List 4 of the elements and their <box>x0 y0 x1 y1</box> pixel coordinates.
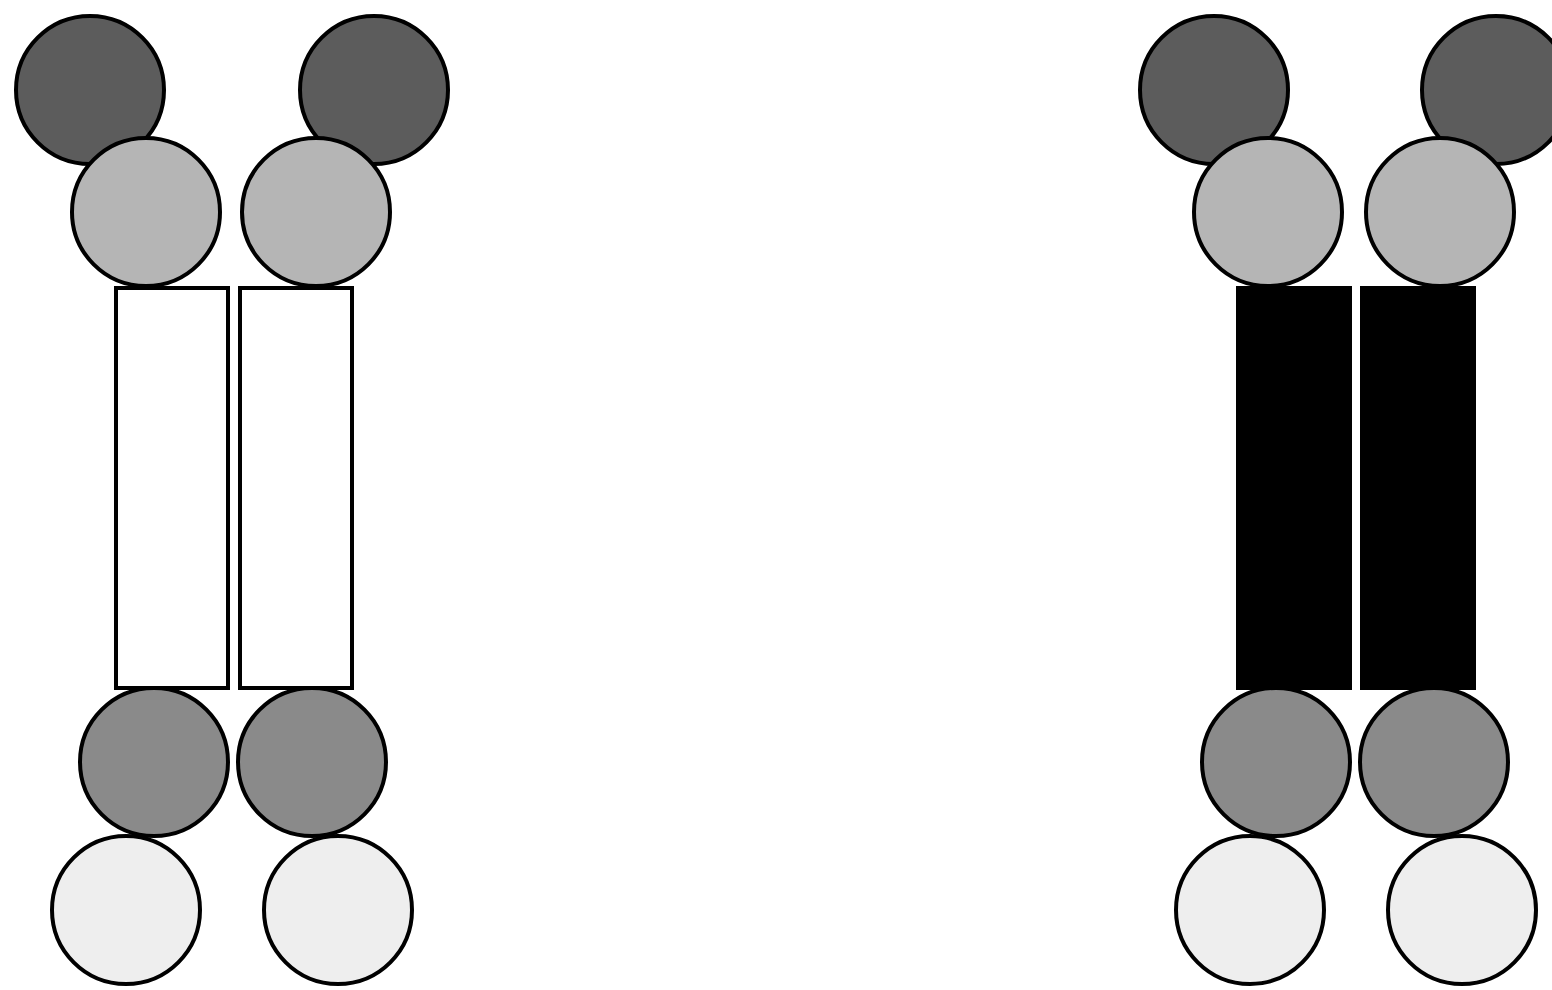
rectangle-bar <box>238 286 354 690</box>
rectangle-bar <box>114 286 230 690</box>
rectangle-bar <box>1360 286 1476 690</box>
rectangle-bar <box>1236 286 1352 690</box>
